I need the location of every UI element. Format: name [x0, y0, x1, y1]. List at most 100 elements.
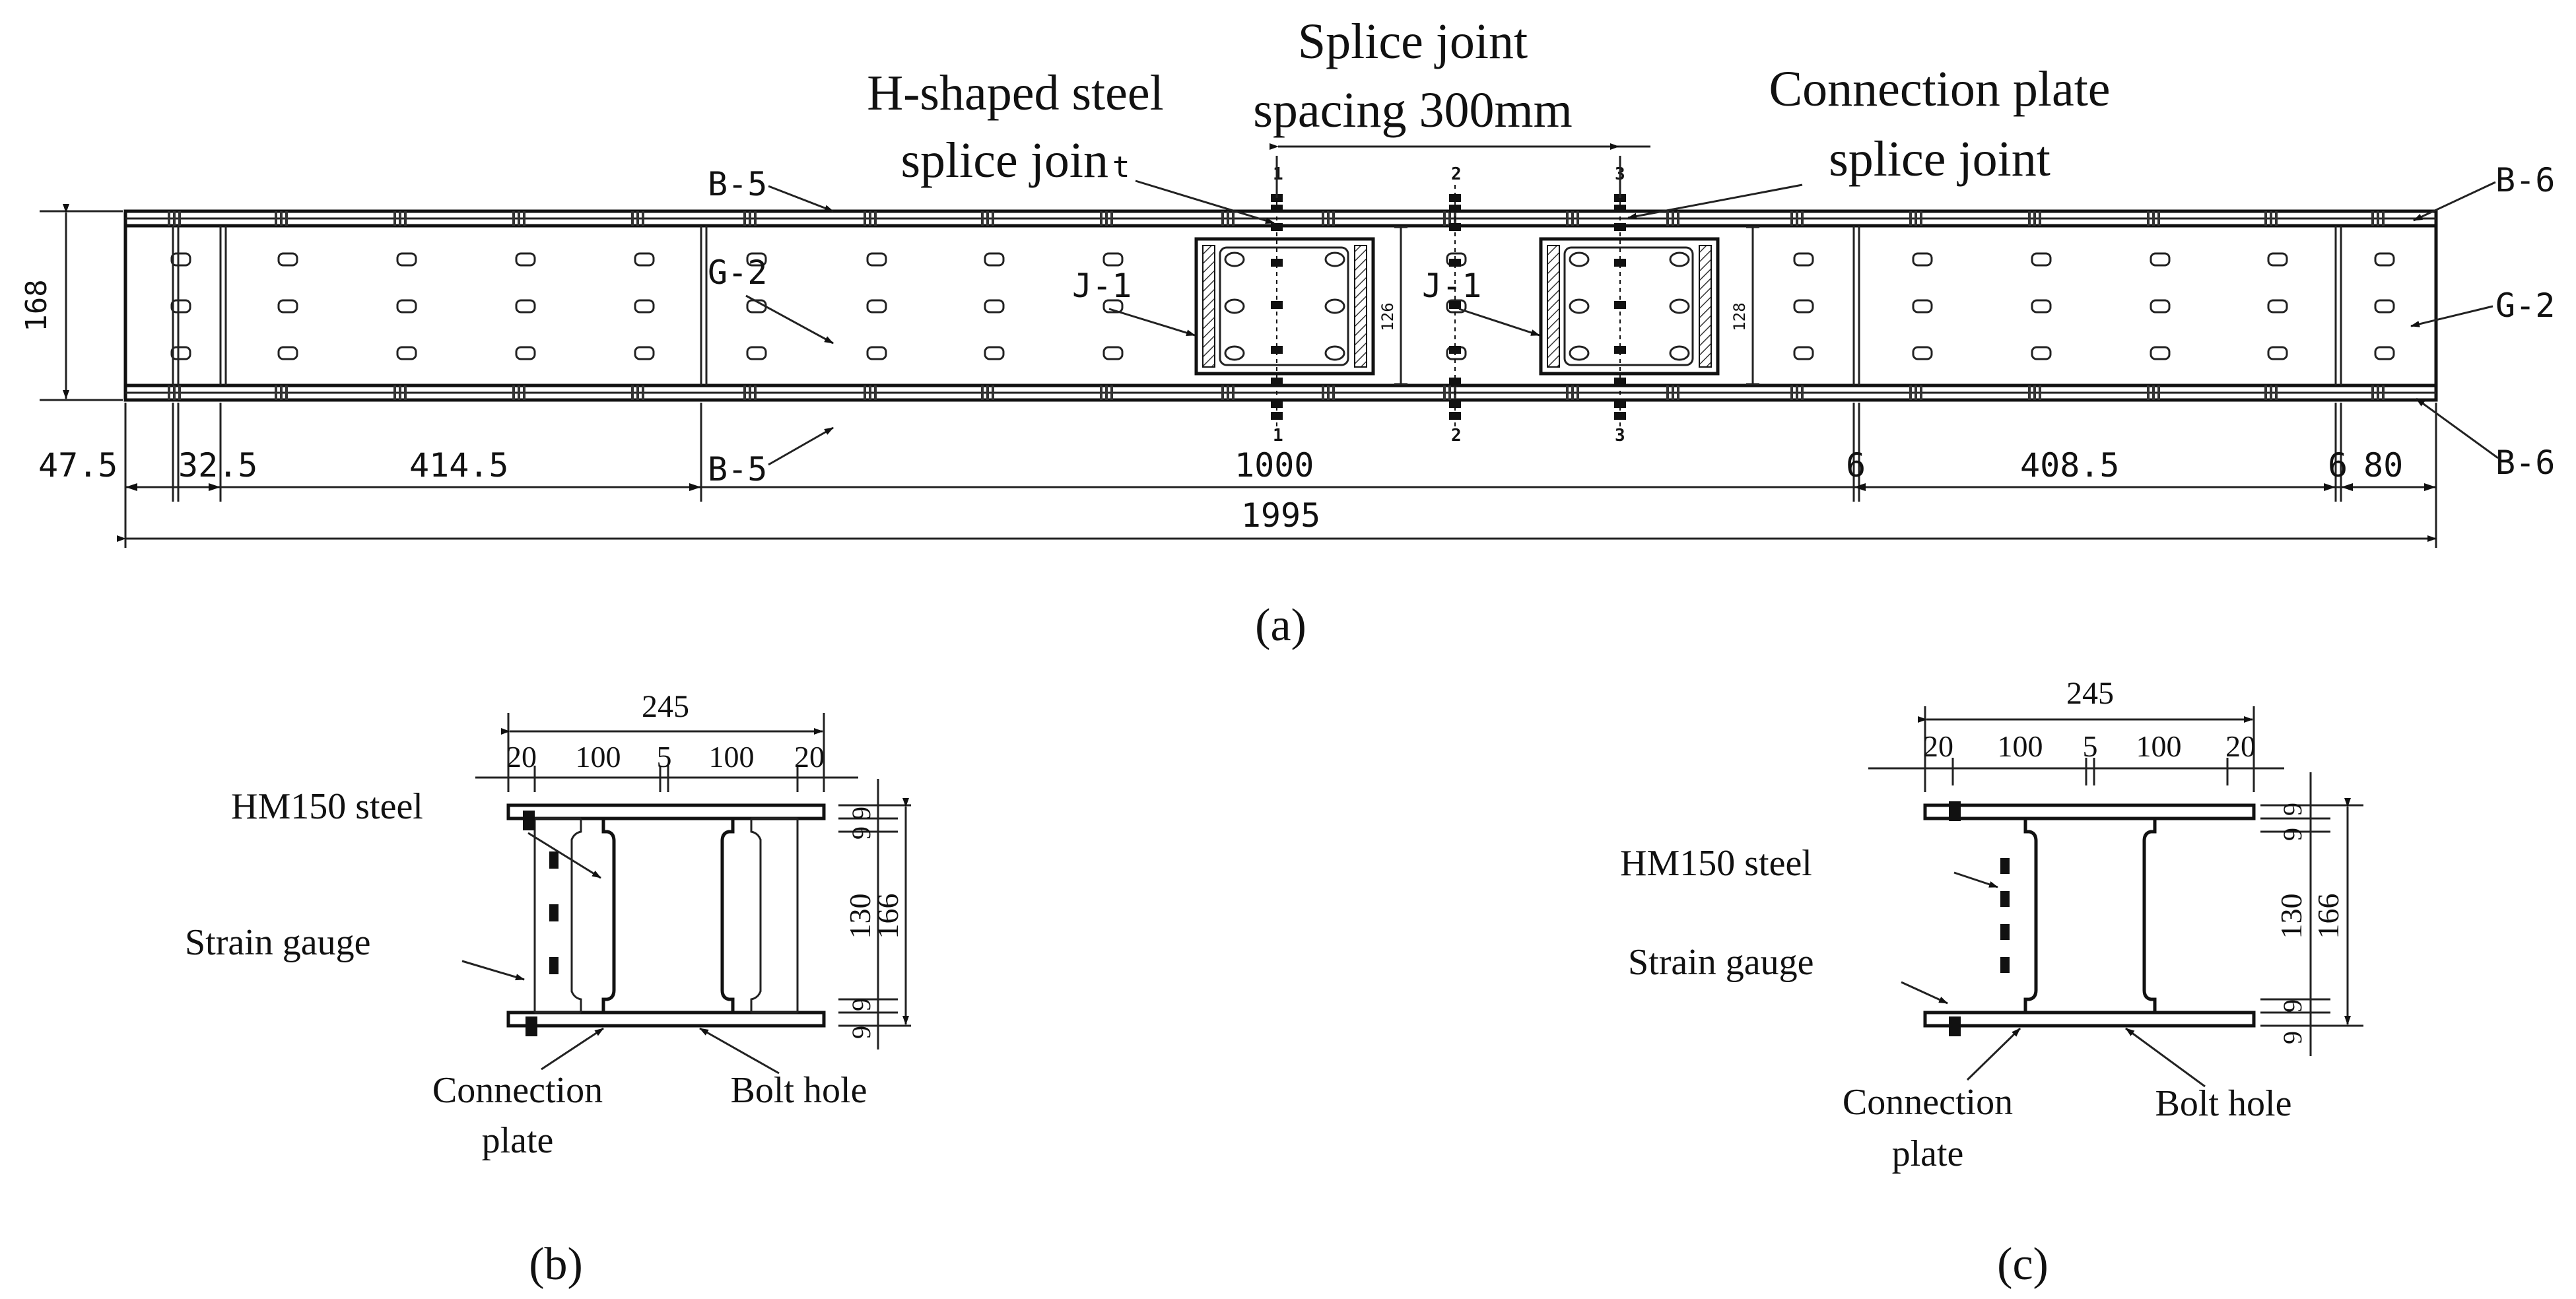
flange-bolt-mark — [636, 211, 639, 226]
flange-bolt-mark — [1443, 211, 1446, 226]
flange-bolt-mark — [2382, 385, 2385, 400]
flange-bolt-mark — [2157, 385, 2160, 400]
flange-bolt-mark — [1332, 385, 1335, 400]
label-b5-bottom: B-5 — [708, 450, 767, 488]
flange-bolt-mark — [1110, 385, 1113, 400]
b-dim-130: 130 — [843, 894, 877, 939]
c-dim-245: 245 — [2066, 676, 2114, 711]
flange-bolt-mark — [1221, 211, 1224, 226]
caption-b: (b) — [529, 1239, 583, 1290]
gauge-1-bottom-label: 1 — [1273, 426, 1283, 446]
gauge-1-top-label: 1 — [1273, 164, 1283, 184]
b-dim-9d: 9 — [846, 1026, 876, 1039]
c-label-connection: Connection — [1843, 1082, 2013, 1123]
flange-bolt-mark — [168, 385, 170, 400]
flange-bolt-mark — [1221, 385, 1224, 400]
flange-bolt-mark — [2377, 385, 2379, 400]
conn-plate-title-line2: splice joint — [1829, 131, 2051, 187]
panel-c-cross-section: 245 20 100 5 100 20 9 9 130 9 9 166 HM1 — [1620, 676, 2363, 1290]
flange-bolt-mark — [2147, 211, 2150, 226]
flange-bolt-mark — [1322, 211, 1324, 226]
flange-bolt-mark — [1100, 385, 1102, 400]
flange-bolt-mark — [1672, 211, 1674, 226]
flange-bolt-mark — [523, 385, 525, 400]
member-labels: B-5 B-5 G-2 B-6 G-2 B-6 J-1 J-1 — [708, 161, 2555, 488]
flange-bolt-mark — [1915, 385, 1917, 400]
web-bolt-hole — [170, 346, 191, 360]
flange-bolt-mark — [285, 385, 288, 400]
flange-bolt-mark — [399, 211, 401, 226]
flange-bolt-mark — [986, 211, 989, 226]
web-bolt-hole — [277, 252, 298, 267]
flange-bolt-mark — [754, 385, 757, 400]
dim-80: 80 — [2363, 446, 2403, 484]
b-dim-166: 166 — [871, 894, 904, 939]
c-label-bolt-hole: Bolt hole — [2155, 1083, 2292, 1124]
flange-bolt-mark — [1448, 385, 1451, 400]
web-bolt-hole — [2031, 252, 2052, 267]
beam-stiffeners — [172, 226, 2342, 385]
flange-bolt-mark — [2039, 385, 2041, 400]
dimension-chain: 47.5 32.5 414.5 1000 6 408.5 6 80 1995 — [38, 403, 2437, 548]
flange-bolt-mark — [1796, 385, 1798, 400]
strain-gauge-mark — [1449, 223, 1461, 231]
web-bolt-hole — [2031, 346, 2052, 360]
web-bolt-hole — [1102, 299, 1124, 314]
dim-6-left: 6 — [1846, 446, 1866, 484]
flange-bolt-mark — [2377, 211, 2379, 226]
caption-c: (c) — [1997, 1239, 2049, 1290]
flange-bolt-mark — [2152, 385, 2155, 400]
b-label-connection: Connection — [432, 1070, 603, 1111]
flange-bolt-mark — [178, 385, 181, 400]
web-bolt-hole — [1793, 252, 1814, 267]
web-bolt-hole — [1912, 346, 1933, 360]
flange-bolt-mark — [1232, 385, 1235, 400]
c-label-plate: plate — [1892, 1133, 1964, 1174]
flange-bolt-mark — [2382, 211, 2385, 226]
flange-bolt-mark — [743, 385, 746, 400]
web-bolt-hole — [2374, 299, 2395, 314]
c-dim-166: 166 — [2311, 894, 2345, 939]
flange-bolt-mark — [2371, 211, 2374, 226]
web-bolt-hole — [396, 346, 417, 360]
label-g2-left: G-2 — [708, 253, 767, 292]
flange-bolt-mark — [178, 211, 181, 226]
strain-gauge-mark — [1449, 412, 1461, 420]
strain-gauge-mark — [1614, 205, 1626, 213]
c-dim-5: 5 — [2083, 729, 2098, 763]
strain-gauge-mark — [1449, 259, 1461, 267]
flange-bolt-mark — [1909, 211, 1912, 226]
dim-414-5: 414.5 — [409, 446, 509, 484]
flange-bolt-mark — [636, 385, 639, 400]
beam-height-label: 168 — [20, 279, 53, 331]
web-bolt-hole — [984, 252, 1005, 267]
flange-bolt-mark — [992, 211, 994, 226]
flange-bolt-mark — [2270, 385, 2272, 400]
c-dim-9c: 9 — [2278, 999, 2307, 1013]
web-bolt-hole — [2150, 299, 2171, 314]
b-label-hm150: HM150 steel — [231, 786, 423, 827]
c-dim-100-left: 100 — [1998, 729, 2043, 763]
strain-gauge-mark — [1614, 259, 1626, 267]
flange-bolt-mark — [864, 211, 866, 226]
gauge-2-bottom-label: 2 — [1451, 426, 1462, 446]
connection-plate-title: Connection plate splice joint — [1627, 61, 2111, 220]
h-steel-title-line2-main: splice join — [900, 133, 1108, 188]
splice-spacing-dimension: Splice joint spacing 300mm — [1253, 14, 1650, 198]
flange-bolt-mark — [1327, 385, 1330, 400]
panel-a-beam-elevation: 126 128 1 2 3 1 2 3 168 Spli — [20, 14, 2555, 651]
flange-bolt-mark — [1332, 211, 1335, 226]
flange-bolt-mark — [404, 385, 407, 400]
flange-bolt-mark — [992, 385, 994, 400]
flange-bolt-mark — [2275, 385, 2278, 400]
gauge-3-bottom-label: 3 — [1615, 426, 1625, 446]
flange-bolt-mark — [869, 385, 871, 400]
conn-plate-title-line1: Connection plate — [1769, 61, 2110, 117]
flange-bolt-mark — [1666, 211, 1669, 226]
strain-gauge-mark — [1271, 346, 1283, 354]
flange-bolt-mark — [1920, 385, 1922, 400]
web-bolt-hole — [2031, 299, 2052, 314]
